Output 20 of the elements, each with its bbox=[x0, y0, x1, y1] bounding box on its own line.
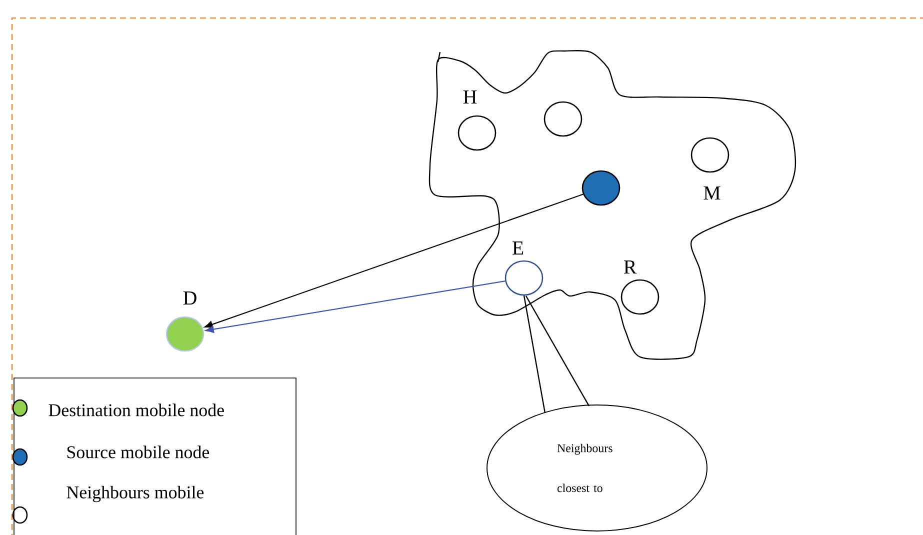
node-circle bbox=[620, 279, 660, 315]
node-letter: M bbox=[704, 186, 720, 200]
node-circle bbox=[458, 115, 496, 151]
node-letter: R bbox=[624, 260, 637, 274]
node-circle bbox=[166, 316, 204, 352]
node-circle bbox=[582, 170, 620, 206]
arrow bbox=[204, 194, 584, 328]
speech-bubble: Neighbours closest to bbox=[486, 296, 708, 532]
region-outline bbox=[428, 50, 796, 360]
arrow bbox=[205, 280, 506, 333]
node-letter: E bbox=[512, 241, 524, 254]
legend-text: Neighbours mobile bbox=[66, 486, 204, 502]
legend-text: Destination mobile node bbox=[48, 404, 224, 416]
node-circle bbox=[544, 101, 582, 137]
node-circle bbox=[504, 260, 544, 296]
callout-tail bbox=[523, 296, 546, 414]
node-letter: D bbox=[183, 291, 196, 305]
legend-text: Source mobile node bbox=[67, 446, 210, 458]
node-letter: H bbox=[463, 90, 477, 104]
node-circle bbox=[690, 137, 730, 173]
